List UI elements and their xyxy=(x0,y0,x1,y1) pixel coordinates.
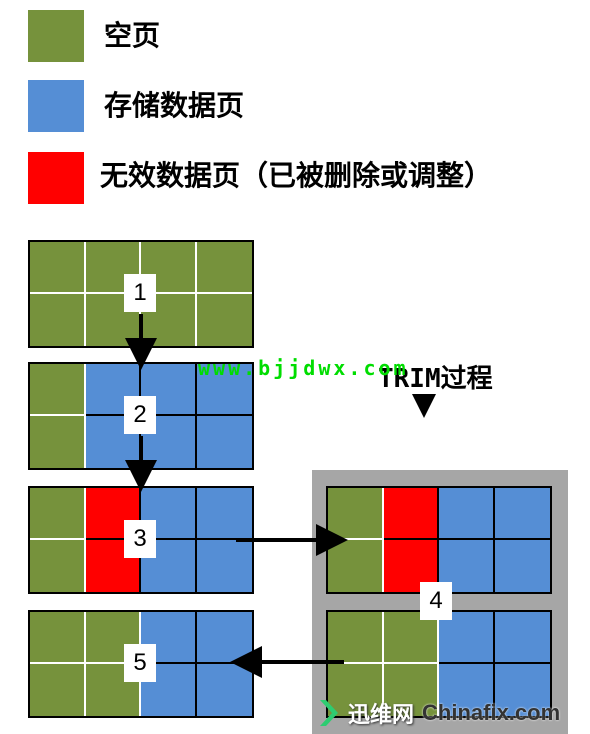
legend-swatch-empty xyxy=(28,10,84,62)
logo-en-text: Chinafix.com xyxy=(422,700,561,725)
block-3 xyxy=(28,486,254,594)
block-5 xyxy=(28,610,254,718)
logo-cn-text: 迅维网 xyxy=(348,703,415,728)
legend-label-empty: 空页 xyxy=(104,19,161,52)
step-label-3: 3 xyxy=(124,520,156,558)
block-1 xyxy=(28,240,254,348)
legend-label-invalid: 无效数据页（已被删除或调整） xyxy=(100,159,493,192)
step-label-2: 2 xyxy=(124,396,156,434)
chinafix-logo: 迅维网 Chinafix.com xyxy=(314,692,590,734)
chinafix-mark-icon xyxy=(320,700,338,726)
trim-process-label: TRIM过程 xyxy=(378,364,493,394)
legend-swatch-invalid xyxy=(28,152,84,204)
legend-label-stored: 存储数据页 xyxy=(104,89,245,122)
block-4-bottom xyxy=(326,610,552,718)
step-label-1: 1 xyxy=(124,274,156,312)
step-label-5: 5 xyxy=(124,644,156,682)
watermark-text: www.bjjdwx.com xyxy=(198,356,409,380)
step-label-4: 4 xyxy=(420,582,452,620)
legend-swatch-stored xyxy=(28,80,84,132)
